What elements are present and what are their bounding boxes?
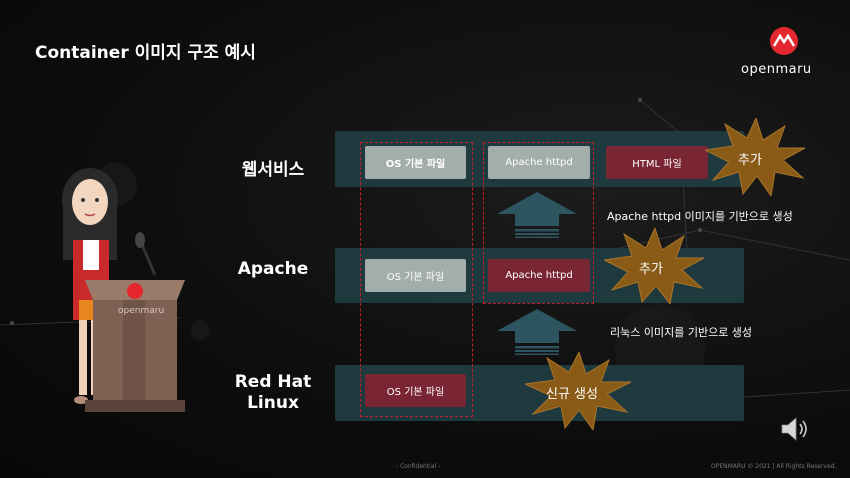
presenter-illustration bbox=[62, 168, 185, 412]
openmaru-logo-icon bbox=[770, 27, 798, 55]
burst-shape-apache bbox=[604, 228, 705, 304]
web-os-files-box: OS 기본 파일 bbox=[365, 146, 466, 179]
note-based-on-httpd: Apache httpd 이미지를 기반으로 생성 bbox=[607, 210, 793, 223]
brand-name: openmaru bbox=[741, 62, 812, 77]
web-apache-httpd-box: Apache httpd bbox=[488, 146, 590, 179]
os-layer-dashed-outline bbox=[360, 142, 473, 417]
apache-os-files-box: OS 기본 파일 bbox=[365, 259, 466, 292]
web-html-files-box: HTML 파일 bbox=[606, 146, 708, 179]
row-label-linux: Red Hat Linux bbox=[234, 372, 312, 413]
podium-logo-text: openmaru bbox=[118, 306, 165, 316]
up-arrow-icon bbox=[497, 309, 577, 355]
speaker-icon[interactable] bbox=[780, 415, 812, 443]
burst-label-web: 추가 bbox=[738, 153, 762, 168]
footer-copyright: OPENMARU © 2021 | All Rights Reserved. bbox=[711, 463, 837, 470]
row-label-apache: Apache bbox=[237, 259, 309, 279]
burst-shape-linux bbox=[525, 352, 632, 430]
linux-os-files-box: OS 기본 파일 bbox=[365, 374, 466, 407]
page-title: Container 이미지 구조 예시 bbox=[35, 43, 256, 63]
httpd-layer-dashed-outline bbox=[483, 142, 594, 304]
burst-shape-web bbox=[705, 118, 806, 196]
burst-label-linux: 신규 생성 bbox=[546, 387, 598, 402]
footer-confidential: - Confidential - bbox=[396, 463, 441, 470]
up-arrow-icon bbox=[497, 192, 577, 238]
burst-label-apache: 추가 bbox=[639, 262, 663, 277]
note-based-on-linux: 리눅스 이미지를 기반으로 생성 bbox=[610, 326, 753, 339]
row-label-web: 웹서비스 bbox=[241, 160, 305, 180]
apache-httpd-box: Apache httpd bbox=[488, 259, 590, 292]
